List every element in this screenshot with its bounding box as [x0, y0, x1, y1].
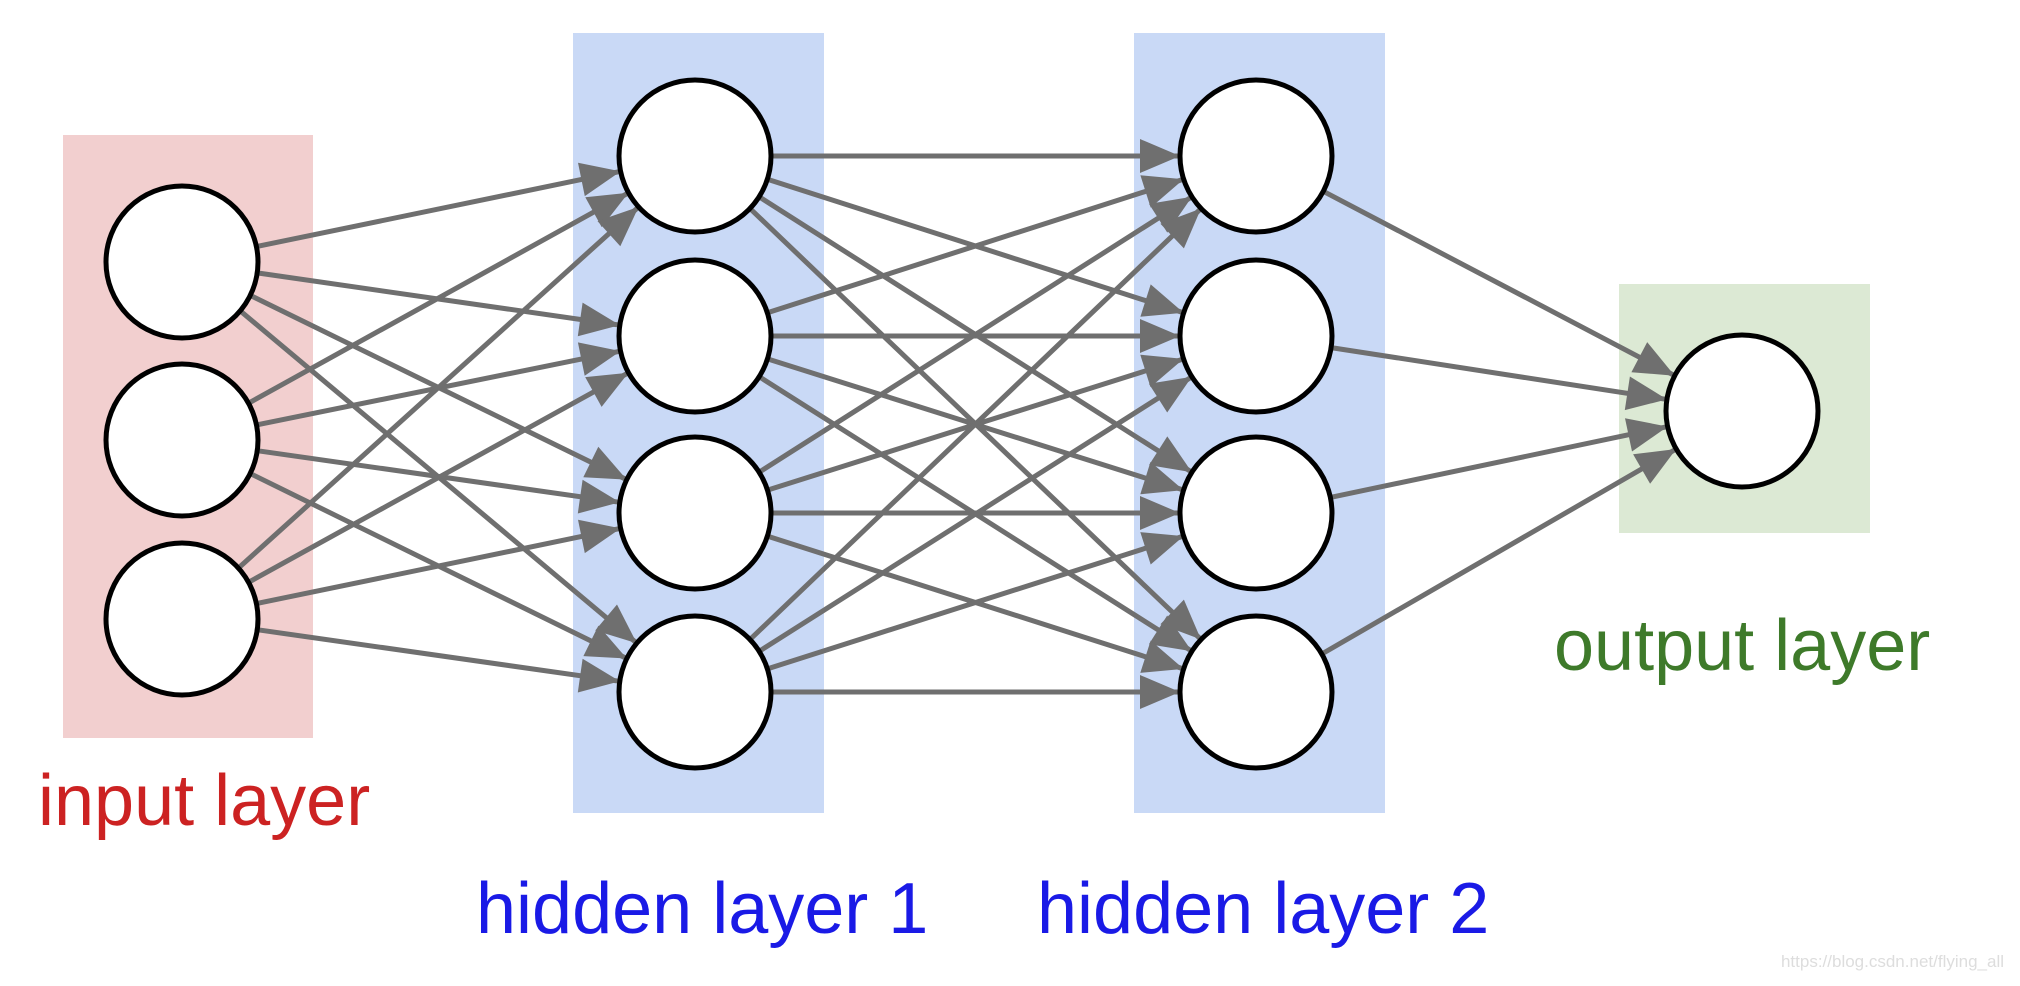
connection-input-3-to-hidden1-1 [235, 205, 641, 571]
arrowhead [577, 658, 620, 693]
arrowhead [1160, 208, 1201, 249]
arrowhead [578, 162, 621, 197]
connection-input-3-to-hidden1-3 [253, 526, 623, 607]
arrowhead [1624, 376, 1667, 411]
arrowhead [595, 604, 637, 644]
arrowhead [1140, 532, 1184, 565]
hidden1-neuron-3 [616, 434, 774, 592]
arrowhead [585, 372, 629, 407]
connection-hidden2-2-to-output-1 [1328, 345, 1669, 402]
arrowhead [1140, 354, 1184, 388]
output-layer-label: output layer [1554, 606, 1930, 686]
connection-input-3-to-hidden1-2 [246, 370, 631, 585]
connection-hidden1-2-to-hidden2-1 [764, 177, 1186, 316]
input-neuron-1 [103, 183, 261, 341]
arrowhead [1631, 342, 1675, 376]
arrowhead [1148, 615, 1192, 652]
connection-hidden1-4-to-hidden2-2 [756, 374, 1194, 654]
arrowhead [1625, 418, 1668, 452]
hidden2-neuron-4 [1177, 613, 1335, 771]
output-neuron-1 [1663, 332, 1821, 490]
arrowhead [1140, 675, 1180, 709]
connection-input-1-to-hidden1-1 [253, 169, 623, 250]
hidden1-neuron-2 [616, 257, 774, 415]
connection-hidden2-1-to-output-1 [1320, 188, 1677, 378]
connections [235, 139, 1678, 709]
input-layer-label: input layer [38, 761, 370, 841]
arrowhead [577, 342, 621, 376]
arrowhead [1148, 376, 1192, 413]
arrowhead [1140, 284, 1184, 317]
hidden2-neuron-3 [1177, 434, 1335, 592]
arrowhead [583, 446, 627, 480]
connection-input-2-to-hidden1-1 [246, 190, 631, 406]
arrowhead [1140, 640, 1184, 673]
input-neuron-2 [103, 361, 261, 519]
connection-input-3-to-hidden1-4 [254, 627, 622, 684]
hidden1-neuron-4 [616, 613, 774, 771]
hidden1-neuron-1 [616, 77, 774, 235]
arrowhead [597, 206, 639, 247]
arrowhead [583, 625, 627, 659]
connection-hidden1-4-to-hidden2-3 [764, 533, 1186, 672]
arrowhead [1140, 496, 1180, 530]
connection-hidden2-3-to-output-1 [1327, 424, 1670, 500]
arrowhead [1140, 175, 1184, 208]
arrowhead [1140, 319, 1180, 353]
neurons [103, 77, 1821, 771]
connection-hidden2-4-to-output-1 [1319, 447, 1678, 657]
hidden2-neuron-2 [1177, 257, 1335, 415]
arrowhead [1149, 196, 1192, 233]
arrowhead [1149, 436, 1192, 473]
hidden-layer-1-label: hidden layer 1 [476, 869, 928, 949]
arrowhead [585, 192, 629, 228]
connection-hidden1-4-to-hidden2-1 [747, 206, 1203, 642]
arrowhead [1140, 139, 1180, 173]
arrowhead [577, 302, 620, 337]
input-neuron-3 [103, 540, 261, 698]
arrowhead [578, 519, 621, 554]
hidden2-neuron-1 [1177, 77, 1335, 235]
arrowhead [577, 479, 620, 514]
watermark: https://blog.csdn.net/flying_all [1780, 952, 2004, 971]
arrowhead [1160, 599, 1201, 640]
arrowhead [1140, 461, 1184, 495]
arrowhead [1633, 449, 1677, 484]
hidden-layer-2-label: hidden layer 2 [1037, 869, 1489, 949]
connection-hidden1-3-to-hidden2-1 [756, 194, 1194, 475]
